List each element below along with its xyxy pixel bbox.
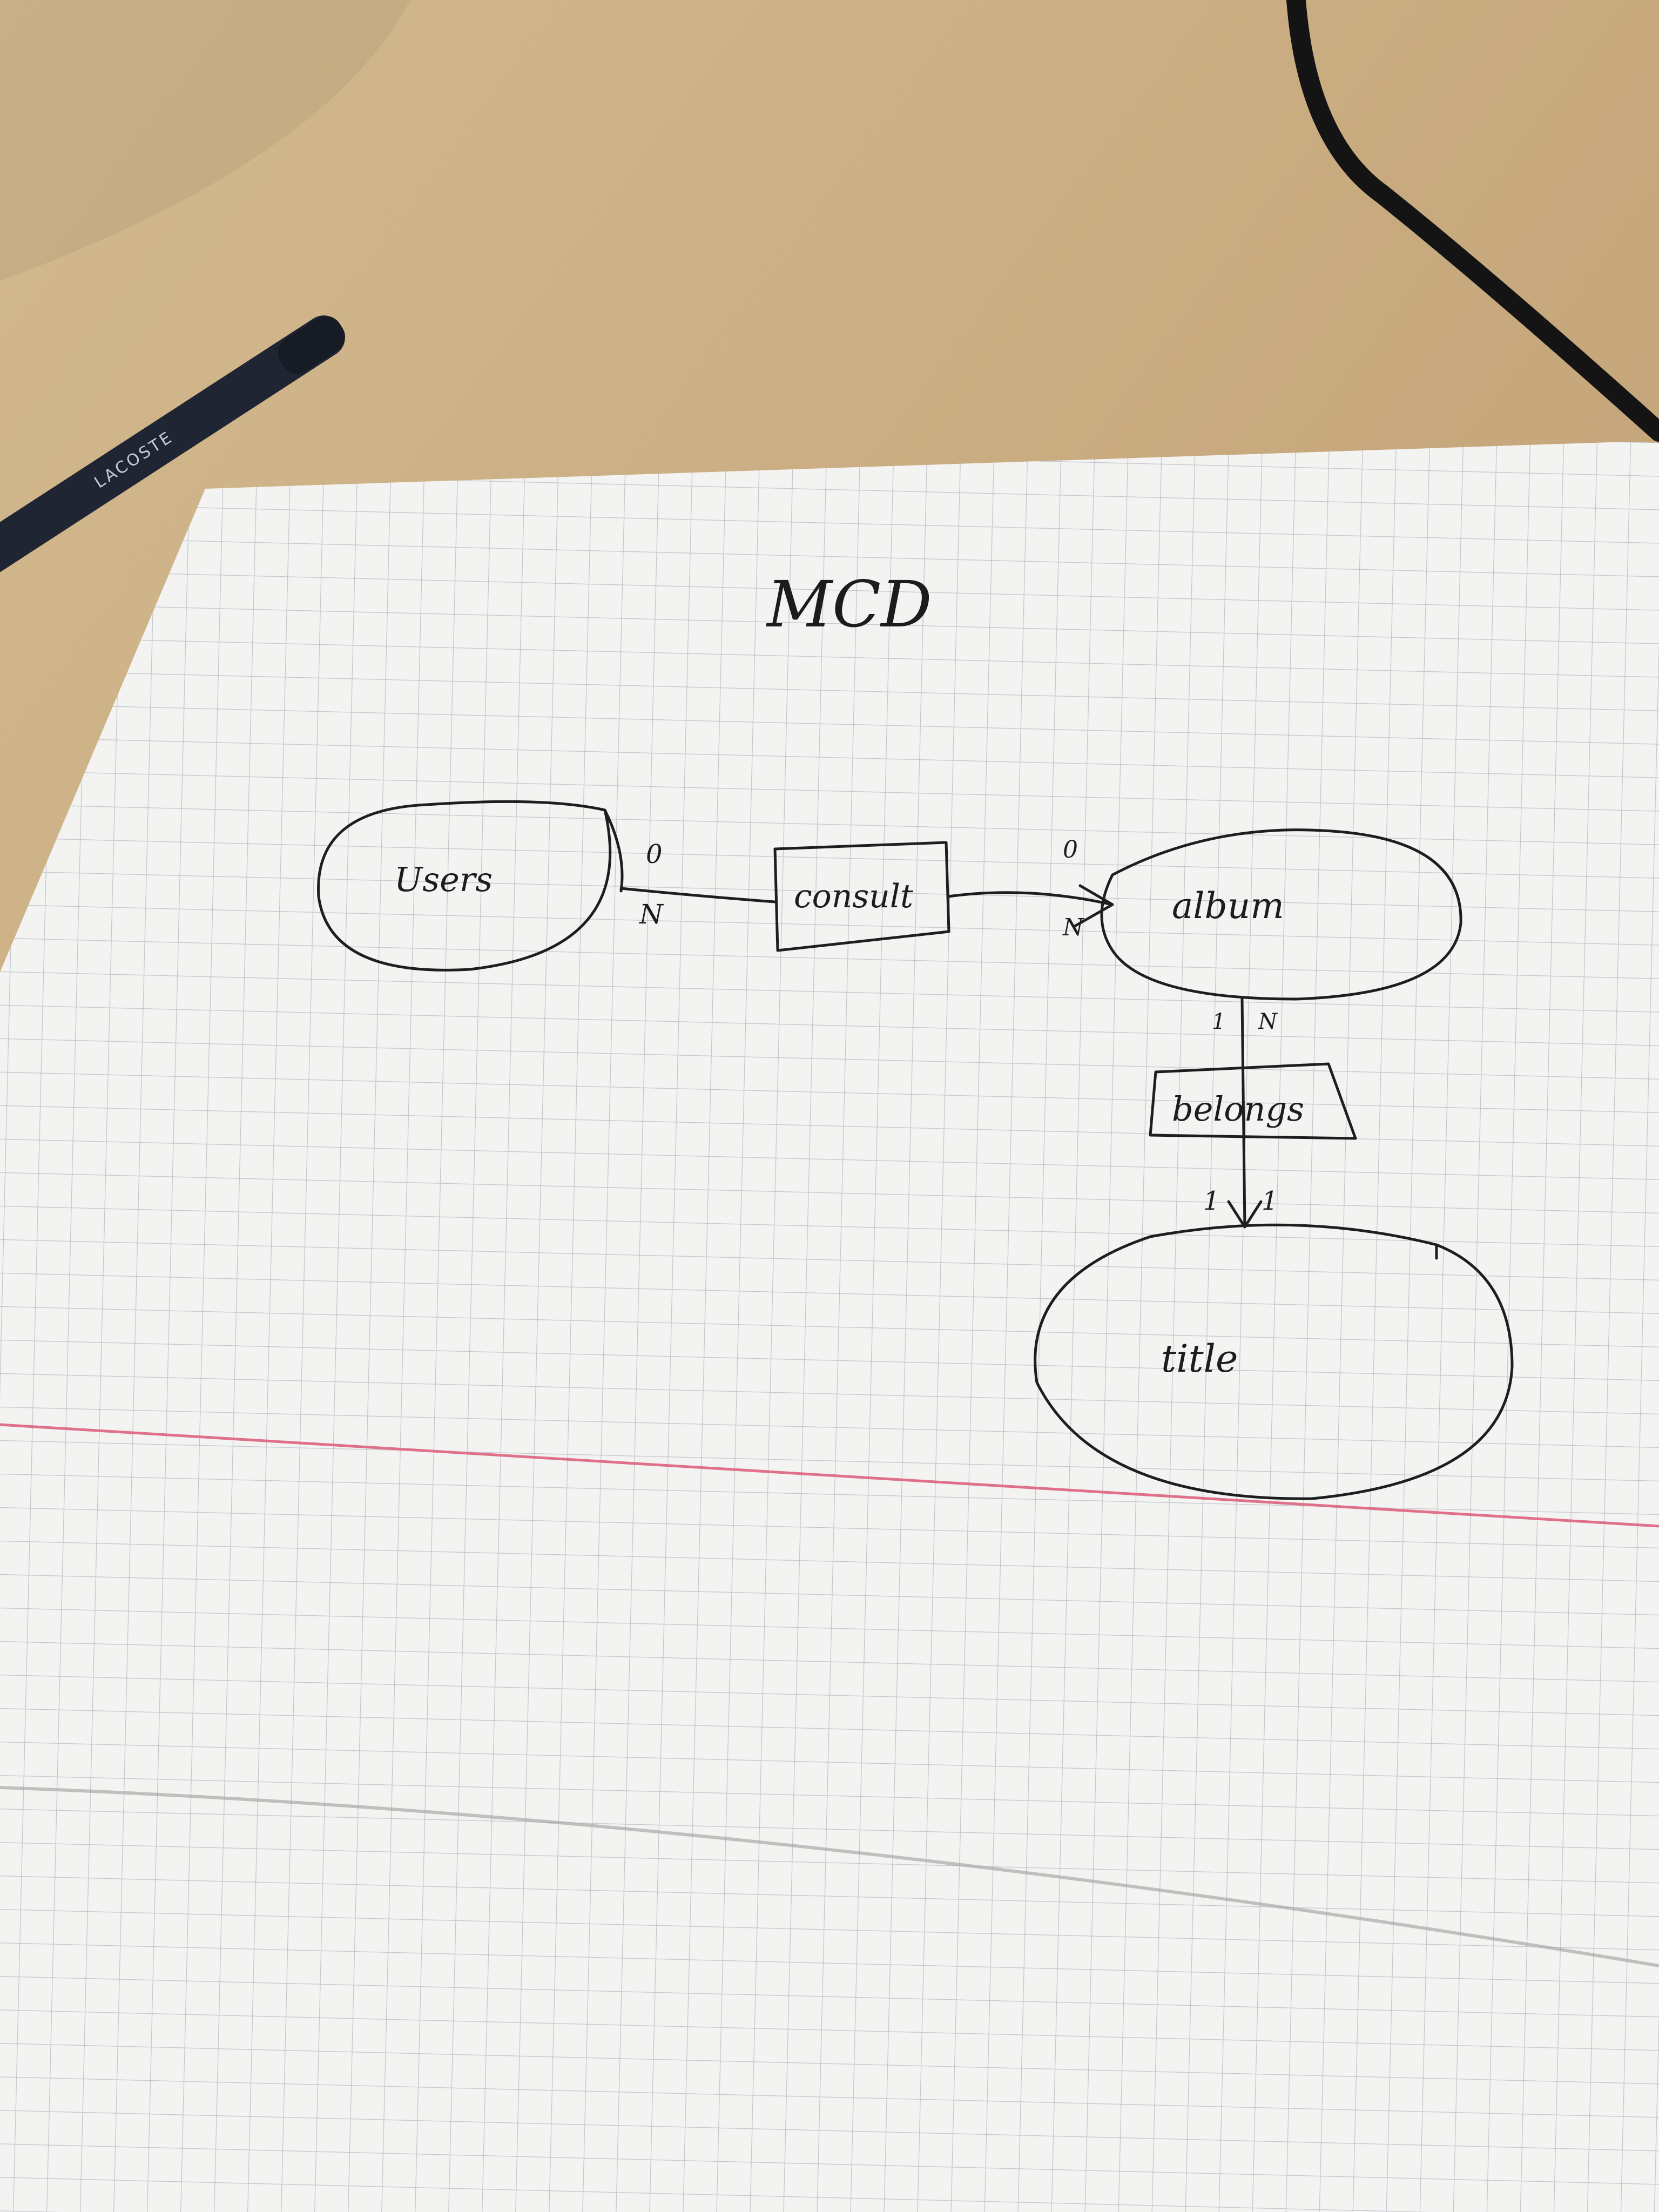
arrow-head-album bbox=[1073, 884, 1114, 928]
entity-title-label: title bbox=[1161, 1337, 1238, 1381]
entity-users: Users bbox=[317, 800, 624, 972]
svg-text:0: 0 bbox=[1063, 836, 1078, 864]
entity-album-label: album bbox=[1172, 885, 1284, 927]
entity-album: album bbox=[1100, 828, 1462, 1001]
svg-text:1: 1 bbox=[1262, 1186, 1278, 1216]
cardinality-album-consult: 0 N bbox=[1062, 836, 1084, 941]
cardinality-users-consult: 0 N bbox=[639, 839, 664, 930]
cardinality-album-belongs: 1 N bbox=[1212, 1009, 1278, 1034]
association-consult: consult bbox=[773, 841, 950, 952]
association-consult-label: consult bbox=[794, 878, 914, 915]
diagram-title: MCD bbox=[766, 567, 932, 642]
notebook-page bbox=[0, 442, 1659, 2212]
desk-shadow bbox=[0, 0, 410, 281]
svg-text:N: N bbox=[1258, 1009, 1278, 1034]
link-users-consult bbox=[619, 887, 777, 903]
association-belongs: belongs bbox=[1149, 1062, 1357, 1140]
page-fold bbox=[0, 1786, 1659, 1967]
svg-text:1: 1 bbox=[1212, 1009, 1225, 1034]
svg-text:N: N bbox=[639, 899, 664, 930]
svg-text:N: N bbox=[1062, 914, 1084, 941]
margin-line bbox=[0, 1423, 1659, 1528]
link-album-title bbox=[1240, 997, 1246, 1228]
entity-users-label: Users bbox=[394, 860, 493, 899]
cardinality-title-belongs: 1 1 bbox=[1203, 1186, 1278, 1216]
mcd-diagram: MCD Users 0 N consult 0 N album bbox=[317, 567, 1514, 1500]
svg-text:0: 0 bbox=[646, 839, 663, 869]
link-consult-album bbox=[947, 891, 1114, 906]
entity-title: title bbox=[1034, 1223, 1514, 1500]
svg-text:1: 1 bbox=[1203, 1186, 1220, 1216]
association-belongs-label: belongs bbox=[1172, 1089, 1304, 1129]
cable bbox=[1286, 0, 1659, 442]
